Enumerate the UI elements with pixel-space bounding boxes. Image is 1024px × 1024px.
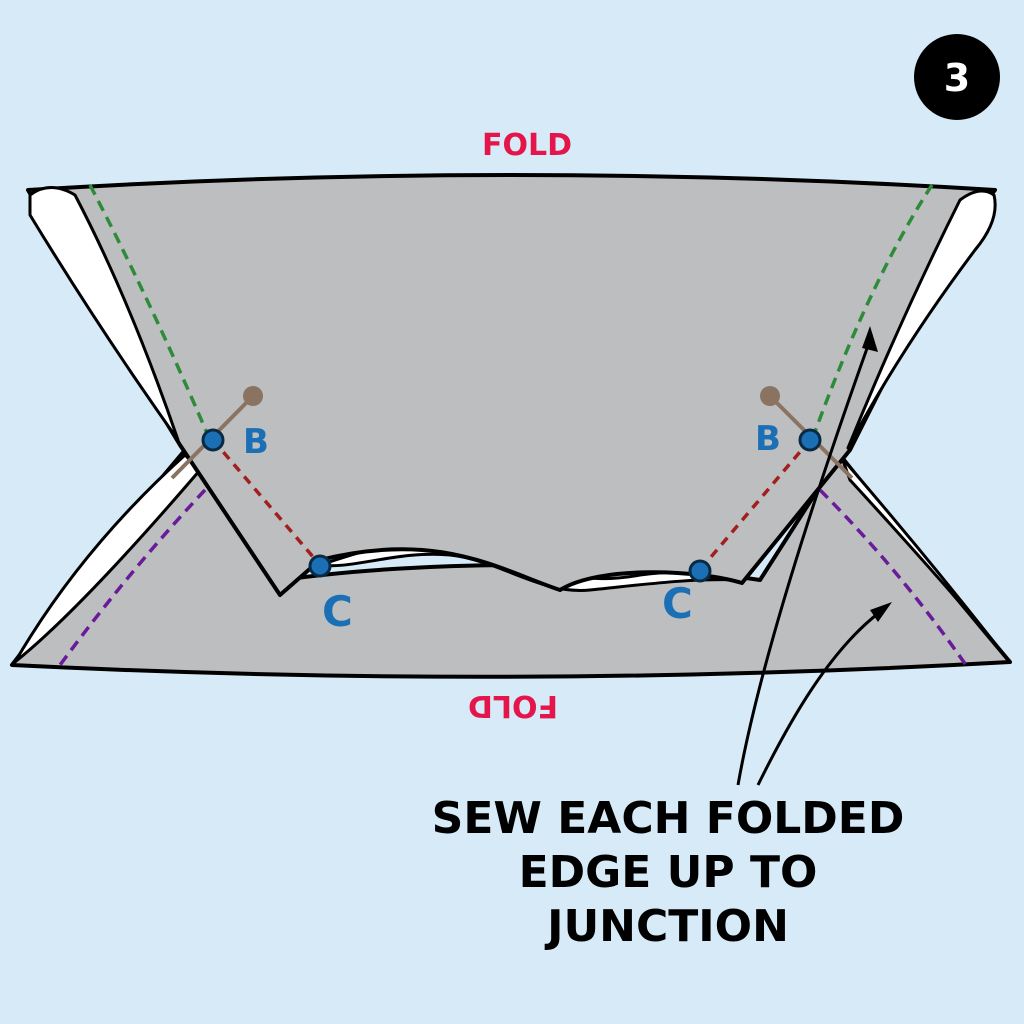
point-b-left-label: B bbox=[243, 422, 269, 462]
seam-top-right-green bbox=[810, 184, 934, 441]
top-left-inner-flap bbox=[28, 186, 180, 442]
point-b-right-label: B bbox=[755, 419, 781, 459]
step-number-text: 3 bbox=[944, 56, 970, 100]
seam-bottom-left-purple bbox=[58, 488, 207, 667]
seam-left-red-b-to-c bbox=[211, 438, 322, 567]
instruction-line-2: EDGE UP TO bbox=[518, 847, 818, 898]
instruction-caption: SEW EACH FOLDED EDGE UP TO JUNCTION bbox=[418, 792, 918, 954]
seam-right-red-b-to-c bbox=[698, 438, 812, 572]
point-b-right-marker bbox=[798, 428, 822, 452]
instruction-line-3: JUNCTION bbox=[547, 901, 789, 952]
fold-label-bottom: FOLD bbox=[468, 688, 558, 723]
seam-top-left-green bbox=[88, 184, 212, 441]
seam-bottom-right-purple bbox=[818, 488, 970, 669]
point-c-left-label: C bbox=[322, 587, 353, 636]
point-b-left-marker bbox=[201, 428, 225, 452]
instruction-line-1: SEW EACH FOLDED bbox=[431, 793, 905, 844]
point-c-left-marker bbox=[308, 554, 332, 578]
bottom-left-inner-flap bbox=[13, 453, 202, 664]
top-right-inner-flap bbox=[846, 189, 997, 450]
arrow-to-purple-seam bbox=[756, 602, 892, 786]
fold-label-top: FOLD bbox=[482, 128, 572, 163]
point-c-right-marker bbox=[688, 559, 712, 583]
arrow-to-green-seam bbox=[736, 326, 878, 786]
point-c-right-label: C bbox=[662, 579, 693, 628]
step-number-badge: 3 bbox=[914, 34, 1000, 120]
bottom-right-inner-flap bbox=[840, 456, 1010, 662]
